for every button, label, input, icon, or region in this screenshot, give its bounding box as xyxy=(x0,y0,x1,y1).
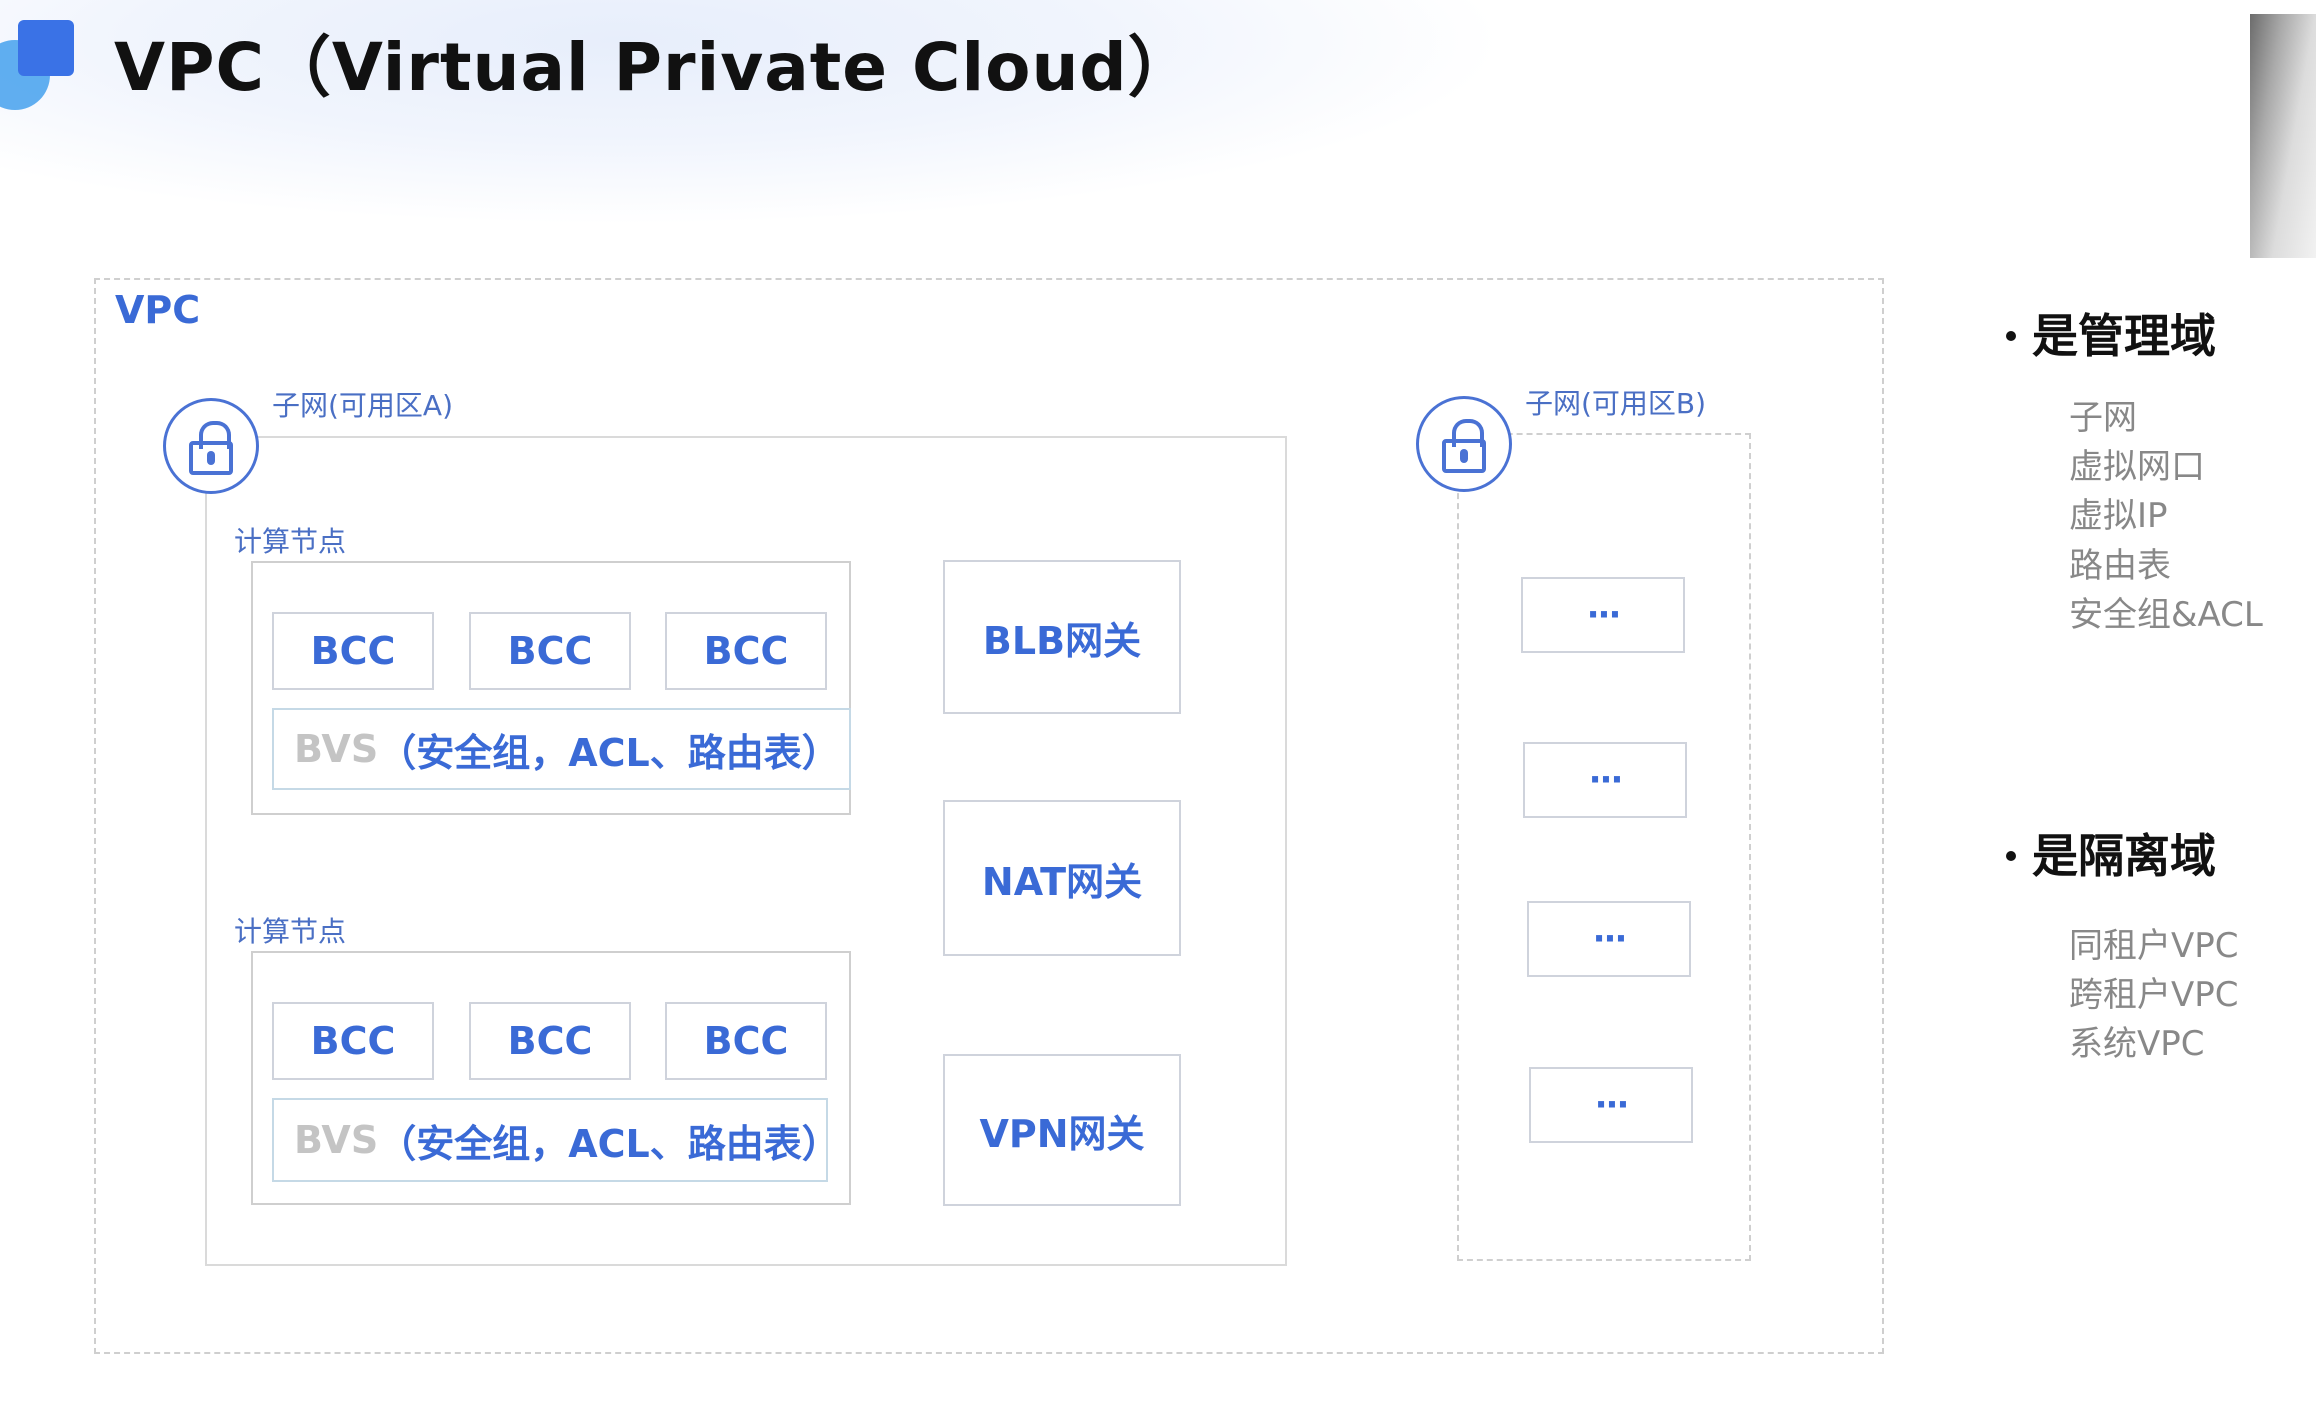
management-item: 路由表 xyxy=(2069,546,2171,586)
subnet-b-label: 子网(可用区B) xyxy=(1525,387,1707,420)
bcc-instance[interactable]: BCC xyxy=(469,1002,631,1080)
lock-icon xyxy=(163,398,259,494)
vpn-gateway[interactable]: VPN网关 xyxy=(943,1054,1181,1206)
management-item: 虚拟网口 xyxy=(2069,447,2205,487)
placeholder-resource[interactable]: ··· xyxy=(1521,577,1685,653)
presenter-video-thumbnail xyxy=(2250,14,2316,258)
bcc-instance[interactable]: BCC xyxy=(665,612,827,690)
page-title: VPC（Virtual Private Cloud） xyxy=(114,29,1195,106)
lock-icon xyxy=(1416,396,1512,492)
bvs-layer: BVS （安全组，ACL、路由表） xyxy=(272,1098,840,1182)
isolation-domain-heading: 是隔离域 xyxy=(2006,820,2216,886)
bullet-icon xyxy=(2006,330,2016,341)
bcc-instance[interactable]: BCC xyxy=(272,1002,434,1080)
bvs-layer: BVS （安全组，ACL、路由表） xyxy=(272,708,851,790)
isolation-item: 同租户VPC xyxy=(2069,926,2239,966)
bcc-instance[interactable]: BCC xyxy=(272,612,434,690)
placeholder-resource[interactable]: ··· xyxy=(1527,901,1691,977)
management-item: 虚拟IP xyxy=(2069,496,2168,536)
bcc-instance[interactable]: BCC xyxy=(469,612,631,690)
title-background xyxy=(0,0,1900,270)
bvs-key: BVS xyxy=(294,1118,379,1162)
compute-node-label: 计算节点 xyxy=(234,915,347,948)
placeholder-resource[interactable]: ··· xyxy=(1523,742,1687,818)
compute-node xyxy=(251,561,851,815)
management-item: 安全组&ACL xyxy=(2069,595,2263,635)
bcc-instance[interactable]: BCC xyxy=(665,1002,827,1080)
bvs-key: BVS xyxy=(294,727,379,771)
isolation-item: 系统VPC xyxy=(2069,1024,2205,1064)
isolation-item: 跨租户VPC xyxy=(2069,975,2239,1015)
placeholder-resource[interactable]: ··· xyxy=(1529,1067,1693,1143)
bullet-icon xyxy=(2006,850,2016,861)
nat-gateway[interactable]: NAT网关 xyxy=(943,800,1181,956)
compute-node-label: 计算节点 xyxy=(234,525,347,558)
management-item: 子网 xyxy=(2069,398,2137,438)
vpc-label: VPC xyxy=(115,288,201,332)
logo-square xyxy=(18,20,74,76)
vpc-container xyxy=(94,278,1884,1354)
management-domain-heading: 是管理域 xyxy=(2006,300,2216,366)
subnet-b xyxy=(1457,433,1751,1261)
subnet-a xyxy=(205,436,1287,1266)
subnet-a-label: 子网(可用区A) xyxy=(272,389,454,422)
bvs-value: （安全组，ACL、路由表） xyxy=(378,1121,840,1166)
bvs-value: （安全组，ACL、路由表） xyxy=(378,730,840,775)
blb-gateway[interactable]: BLB网关 xyxy=(943,560,1181,714)
compute-node xyxy=(251,951,851,1205)
